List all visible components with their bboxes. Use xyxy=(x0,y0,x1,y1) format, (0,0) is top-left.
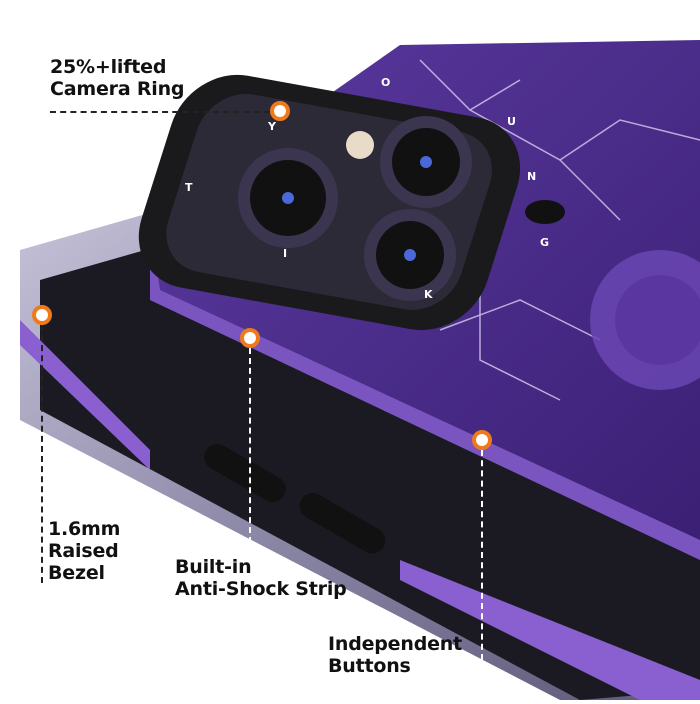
hotspot-marker xyxy=(32,305,52,325)
callout-line: Anti-Shock Strip xyxy=(175,578,347,600)
callout-camera-ring: 25%+lifted Camera Ring xyxy=(50,56,185,100)
ring-letter: N xyxy=(527,170,537,183)
hotspot-marker xyxy=(240,328,260,348)
callout-line: Raised xyxy=(48,540,119,562)
hotspot-marker xyxy=(472,430,492,450)
ring-letter: I xyxy=(283,247,288,260)
callout-line: Built-in xyxy=(175,556,252,578)
leader-line xyxy=(50,111,270,113)
callout-line: Buttons xyxy=(328,655,411,677)
callout-line: Bezel xyxy=(48,562,105,584)
callout-raised-bezel: 1.6mm Raised Bezel xyxy=(48,518,120,584)
ring-letter: K xyxy=(424,288,433,301)
callout-line: Independent xyxy=(328,633,462,655)
ring-letter: T xyxy=(185,181,193,194)
callout-line: 1.6mm xyxy=(48,518,121,540)
leader-line xyxy=(249,348,251,543)
ring-letter: U xyxy=(507,115,516,128)
ring-letter: Y xyxy=(268,120,276,133)
ring-letter: G xyxy=(540,236,550,249)
callout-independent-buttons: Independent Buttons xyxy=(328,633,462,677)
ring-letter: O xyxy=(381,76,391,89)
leader-line xyxy=(481,450,483,660)
callout-line: Camera Ring xyxy=(50,78,185,100)
leader-line xyxy=(41,325,43,583)
callout-line: 25%+lifted xyxy=(50,56,167,78)
hotspot-marker xyxy=(270,101,290,121)
callout-anti-shock-strip: Built-in Anti-Shock Strip xyxy=(175,556,347,600)
